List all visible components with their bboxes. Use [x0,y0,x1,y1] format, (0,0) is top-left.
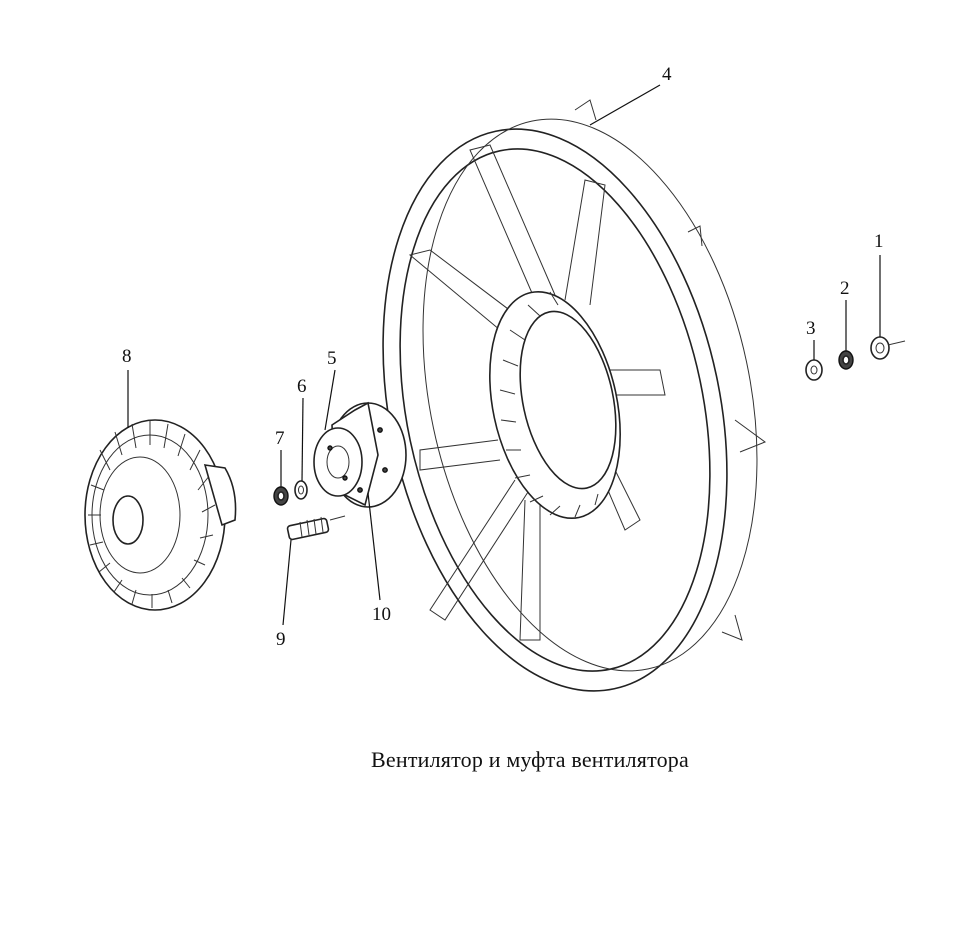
fan-assembly [382,99,767,692]
stud-bolt [286,515,346,541]
washer-3 [805,359,823,381]
bolt-1 [870,336,906,360]
callout-9: 9 [276,629,286,650]
callout-2: 2 [840,278,850,299]
washer-6 [294,480,308,500]
fan-hub [313,401,407,508]
callout-6: 6 [297,376,307,397]
leader-10 [367,492,381,601]
callout-5: 5 [327,348,337,369]
leader-lines [127,84,881,626]
callout-4: 4 [662,64,672,85]
callout-10: 10 [372,604,391,625]
washer-2 [838,350,854,370]
callout-labels: 1 2 3 4 5 6 7 8 9 10 [122,64,884,650]
callout-3: 3 [806,318,816,339]
callout-7: 7 [275,428,285,449]
callout-1: 1 [874,231,884,252]
leader-4 [589,84,661,126]
leader-9 [282,539,292,626]
fan-clutch [84,419,237,611]
leader-5 [324,369,336,431]
diagram-caption: Вентилятор и муфта вентилятора [371,747,689,772]
leader-6 [301,397,304,482]
callout-8: 8 [122,346,132,367]
nut-7 [273,486,289,506]
